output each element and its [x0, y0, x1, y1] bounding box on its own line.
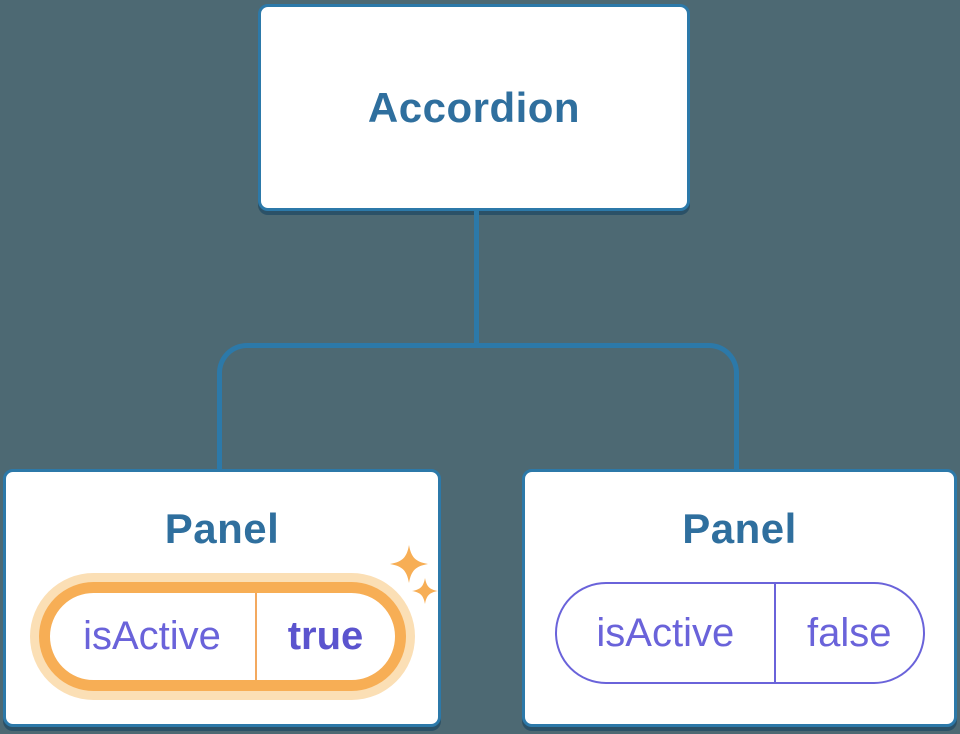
accordion-node: Accordion — [258, 4, 690, 211]
panel-node-label: Panel — [682, 505, 797, 552]
accordion-node-label: Accordion — [367, 83, 581, 131]
sparkle-icon-small — [412, 578, 438, 604]
panel-node-inactive: Panel isActive false — [522, 469, 957, 727]
state-value-label: false — [807, 610, 892, 655]
state-key-label: isActive — [50, 593, 257, 680]
panel-node-active: Panel isActive true — [3, 469, 441, 727]
state-value-label: true — [287, 614, 364, 658]
state-key-label: isActive — [557, 584, 777, 682]
state-pill-active: isActive true — [38, 582, 406, 691]
connector-bracket — [217, 343, 739, 469]
state-pill-inactive: isActive false — [554, 582, 925, 684]
sparkle-icon — [390, 545, 428, 583]
panel-node-label: Panel — [164, 505, 280, 552]
connector-stem — [474, 210, 479, 344]
